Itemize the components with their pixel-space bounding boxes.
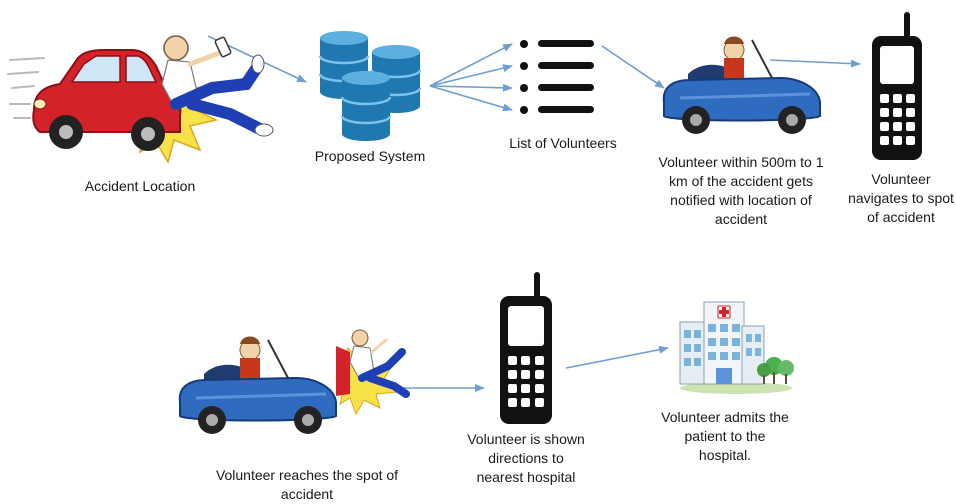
mobile-phone-icon-bottom [500,272,552,424]
proposed-system-label: Proposed System [314,148,426,164]
convertible-car-icon-bottom [178,336,337,434]
mobile-phone-icon [872,12,922,160]
accident-location-label: Accident Location [84,178,196,194]
arrow-system-to-list-3 [429,83,513,92]
list-of-volunteers-label: List of Volunteers [509,135,617,151]
volunteer-navigates-label: Volunteer navigates to spot of accident [848,171,954,225]
arrow-system-to-list-2 [429,64,513,87]
hospital-icon [679,301,794,394]
arrow-list-to-volunteer [601,45,665,89]
database-icon [318,31,422,141]
convertible-car-icon [662,36,821,134]
volunteer-notified-label: Volunteer within 500m to 1 km of the acc… [658,154,824,227]
accident-victim-icon [335,329,410,416]
volunteer-admits-label: Volunteer admits the patient to the hosp… [661,409,789,463]
car-crash-icon [7,35,274,164]
volunteer-reaches-label: Volunteer reaches the spot of accident [215,467,399,502]
arrow-system-to-list-4 [429,85,513,112]
arrow-phone-to-hospital [565,345,669,369]
volunteer-directions-label: Volunteer is shown directions to nearest… [467,431,585,485]
list-icon [520,40,594,114]
arrow-system-to-list-1 [429,43,513,87]
arrow-volunteer-to-phone [769,59,861,68]
arrows [207,35,861,392]
